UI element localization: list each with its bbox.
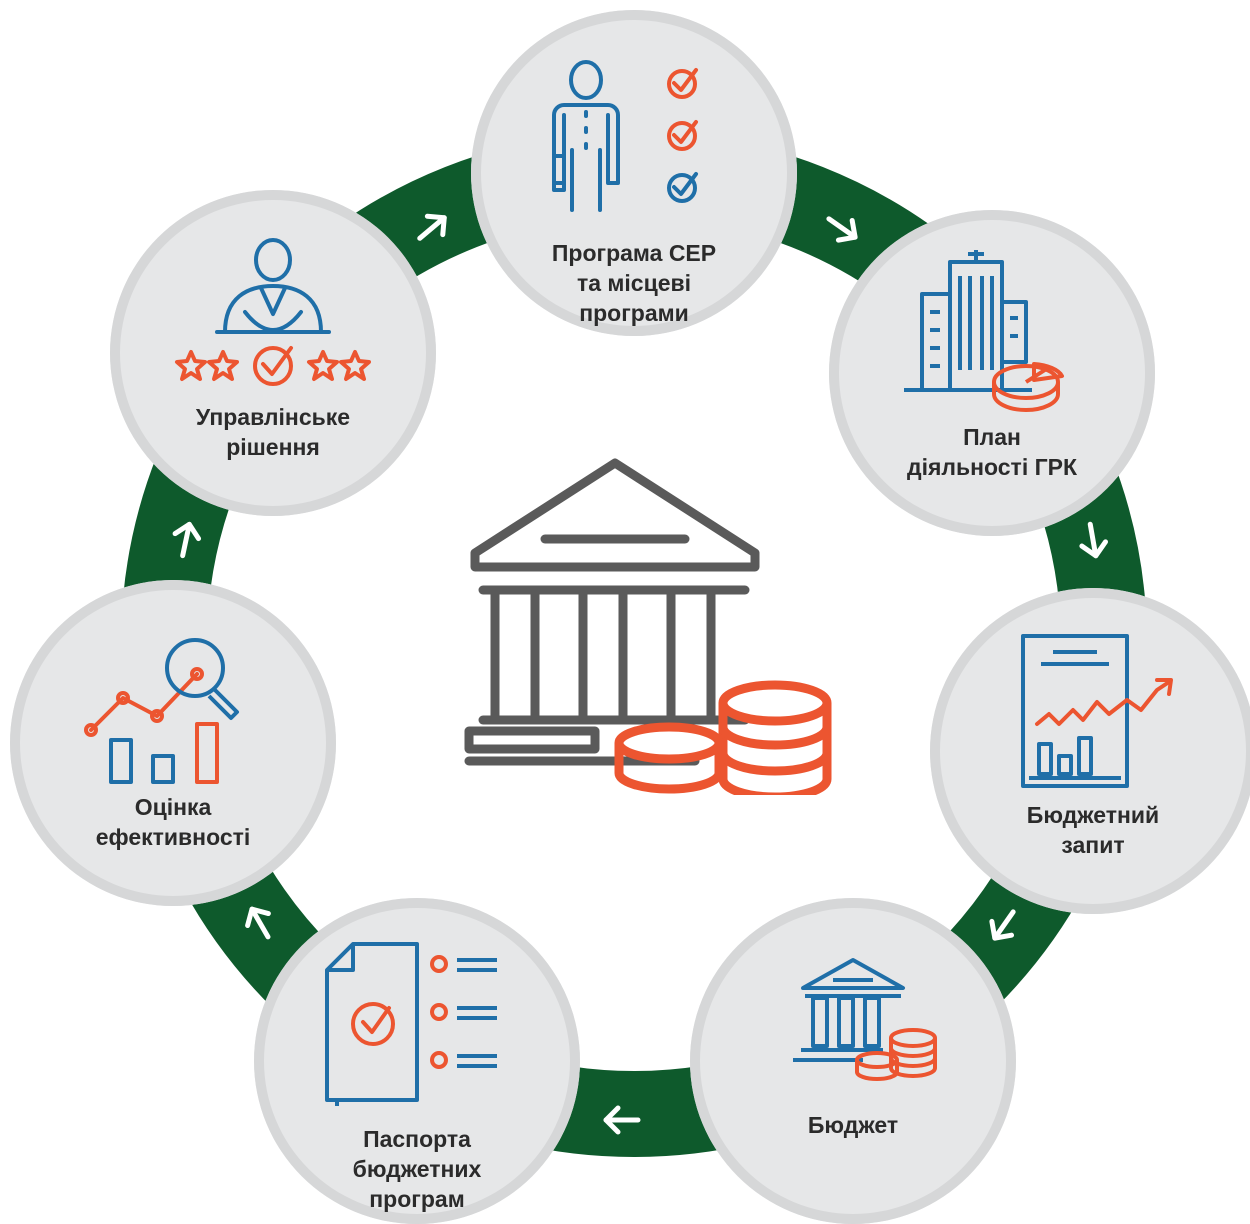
node-management-decision: Управлінське рішення: [110, 190, 436, 516]
node-budget-request: Бюджетний запит: [930, 588, 1250, 914]
node-budget: Бюджет: [690, 898, 1016, 1224]
node-label: План діяльності ГРК: [906, 424, 1078, 480]
node-label: Програма СЕР та місцеві програми: [551, 240, 717, 326]
node-program-passports: Паспорта бюджетних програм: [254, 898, 580, 1224]
bank-coins-icon: [464, 458, 832, 795]
node-activity-plan: План діяльності ГРК: [829, 210, 1155, 536]
analytics-magnifier-icon: [84, 638, 239, 784]
bank-coins-icon: [793, 958, 937, 1081]
node-efficiency-evaluation: Оцінка ефективності: [10, 580, 336, 906]
arrow-icon: [417, 213, 447, 241]
arrow-icon: [826, 216, 858, 243]
arrow-icon: [603, 1105, 641, 1135]
report-growth-chart-icon: [1021, 634, 1173, 788]
arrow-icon: [245, 906, 271, 940]
node-label: Паспорта бюджетних програм: [352, 1126, 482, 1212]
person-checklist-icon: [552, 60, 698, 212]
node-label: Бюджет: [807, 1112, 899, 1138]
city-buildings-pie-icon: [904, 250, 1064, 412]
arrow-icon: [989, 909, 1016, 941]
node-label: Управлінське рішення: [195, 404, 351, 460]
node-label: Оцінка ефективності: [95, 794, 251, 850]
arrow-icon: [1079, 521, 1109, 559]
arrow-icon: [172, 521, 202, 559]
document-checklist-icon: [325, 942, 497, 1106]
manager-rating-icon: [175, 238, 371, 386]
node-ser-program: Програма СЕР та місцеві програми: [471, 10, 797, 336]
node-label: Бюджетний запит: [1026, 802, 1160, 858]
